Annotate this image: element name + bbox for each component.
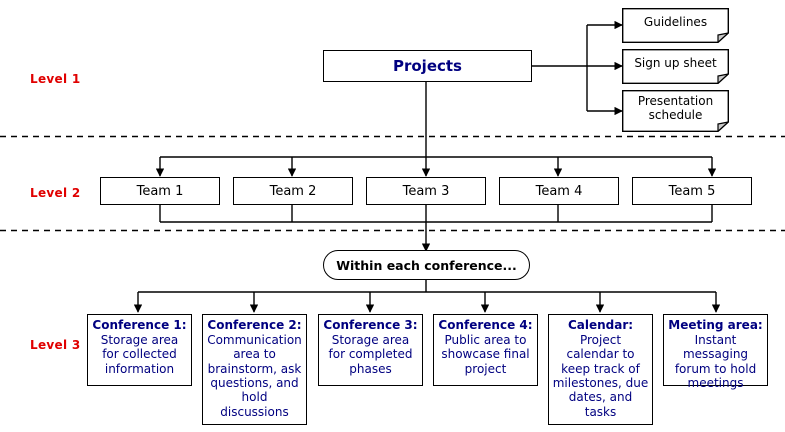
conference-description: Storage area for completed phases (328, 332, 413, 376)
document-shape-icon (622, 49, 729, 84)
conference-description: Project calendar to keep track of milest… (552, 332, 649, 419)
level-3-label: Level 3 (30, 338, 81, 352)
node-conference-4[interactable]: Conference 4: Public area to showcase fi… (433, 314, 538, 386)
conference-title: Conference 3: (323, 318, 418, 332)
node-calendar[interactable]: Calendar: Project calendar to keep track… (548, 314, 653, 425)
document-label: Sign up sheet (634, 56, 717, 71)
conference-description: Communication area to brainstorm, ask qu… (207, 332, 302, 419)
document-label: Presentation schedule (637, 93, 714, 122)
conference-description: Instant messaging forum to hold meetings (674, 332, 757, 390)
conference-title: Conference 4: (438, 318, 533, 332)
node-meeting-area[interactable]: Meeting area: Instant messaging forum to… (663, 314, 768, 390)
document-guidelines[interactable]: Guidelines (622, 8, 729, 43)
document-presentation-schedule[interactable]: Presentation schedule (622, 90, 729, 132)
level-1-label: Level 1 (30, 72, 81, 86)
document-shape-icon (622, 90, 729, 132)
node-team-1[interactable]: Team 1 (100, 177, 220, 205)
node-projects[interactable]: Projects (323, 50, 532, 82)
document-shape-icon (622, 8, 729, 43)
conference-title: Conference 1: (92, 318, 187, 332)
level-2-label: Level 2 (30, 186, 81, 200)
conference-title: Conference 2: (207, 318, 302, 332)
node-team-4[interactable]: Team 4 (499, 177, 619, 205)
node-conference-1[interactable]: Conference 1: Storage area for collected… (87, 314, 192, 386)
node-within-each-conference[interactable]: Within each conference... (323, 250, 530, 280)
node-team-5[interactable]: Team 5 (632, 177, 752, 205)
conference-title: Calendar: (567, 318, 634, 332)
node-conference-3[interactable]: Conference 3: Storage area for completed… (318, 314, 423, 386)
conference-description: Storage area for collected information (100, 332, 179, 376)
conference-description: Public area to showcase final project (441, 332, 530, 376)
node-team-3[interactable]: Team 3 (366, 177, 486, 205)
node-conference-2[interactable]: Conference 2: Communication area to brai… (202, 314, 307, 425)
document-label: Guidelines (643, 15, 708, 30)
node-team-2[interactable]: Team 2 (233, 177, 353, 205)
document-sign-up-sheet[interactable]: Sign up sheet (622, 49, 729, 84)
conference-title: Meeting area: (668, 318, 763, 332)
